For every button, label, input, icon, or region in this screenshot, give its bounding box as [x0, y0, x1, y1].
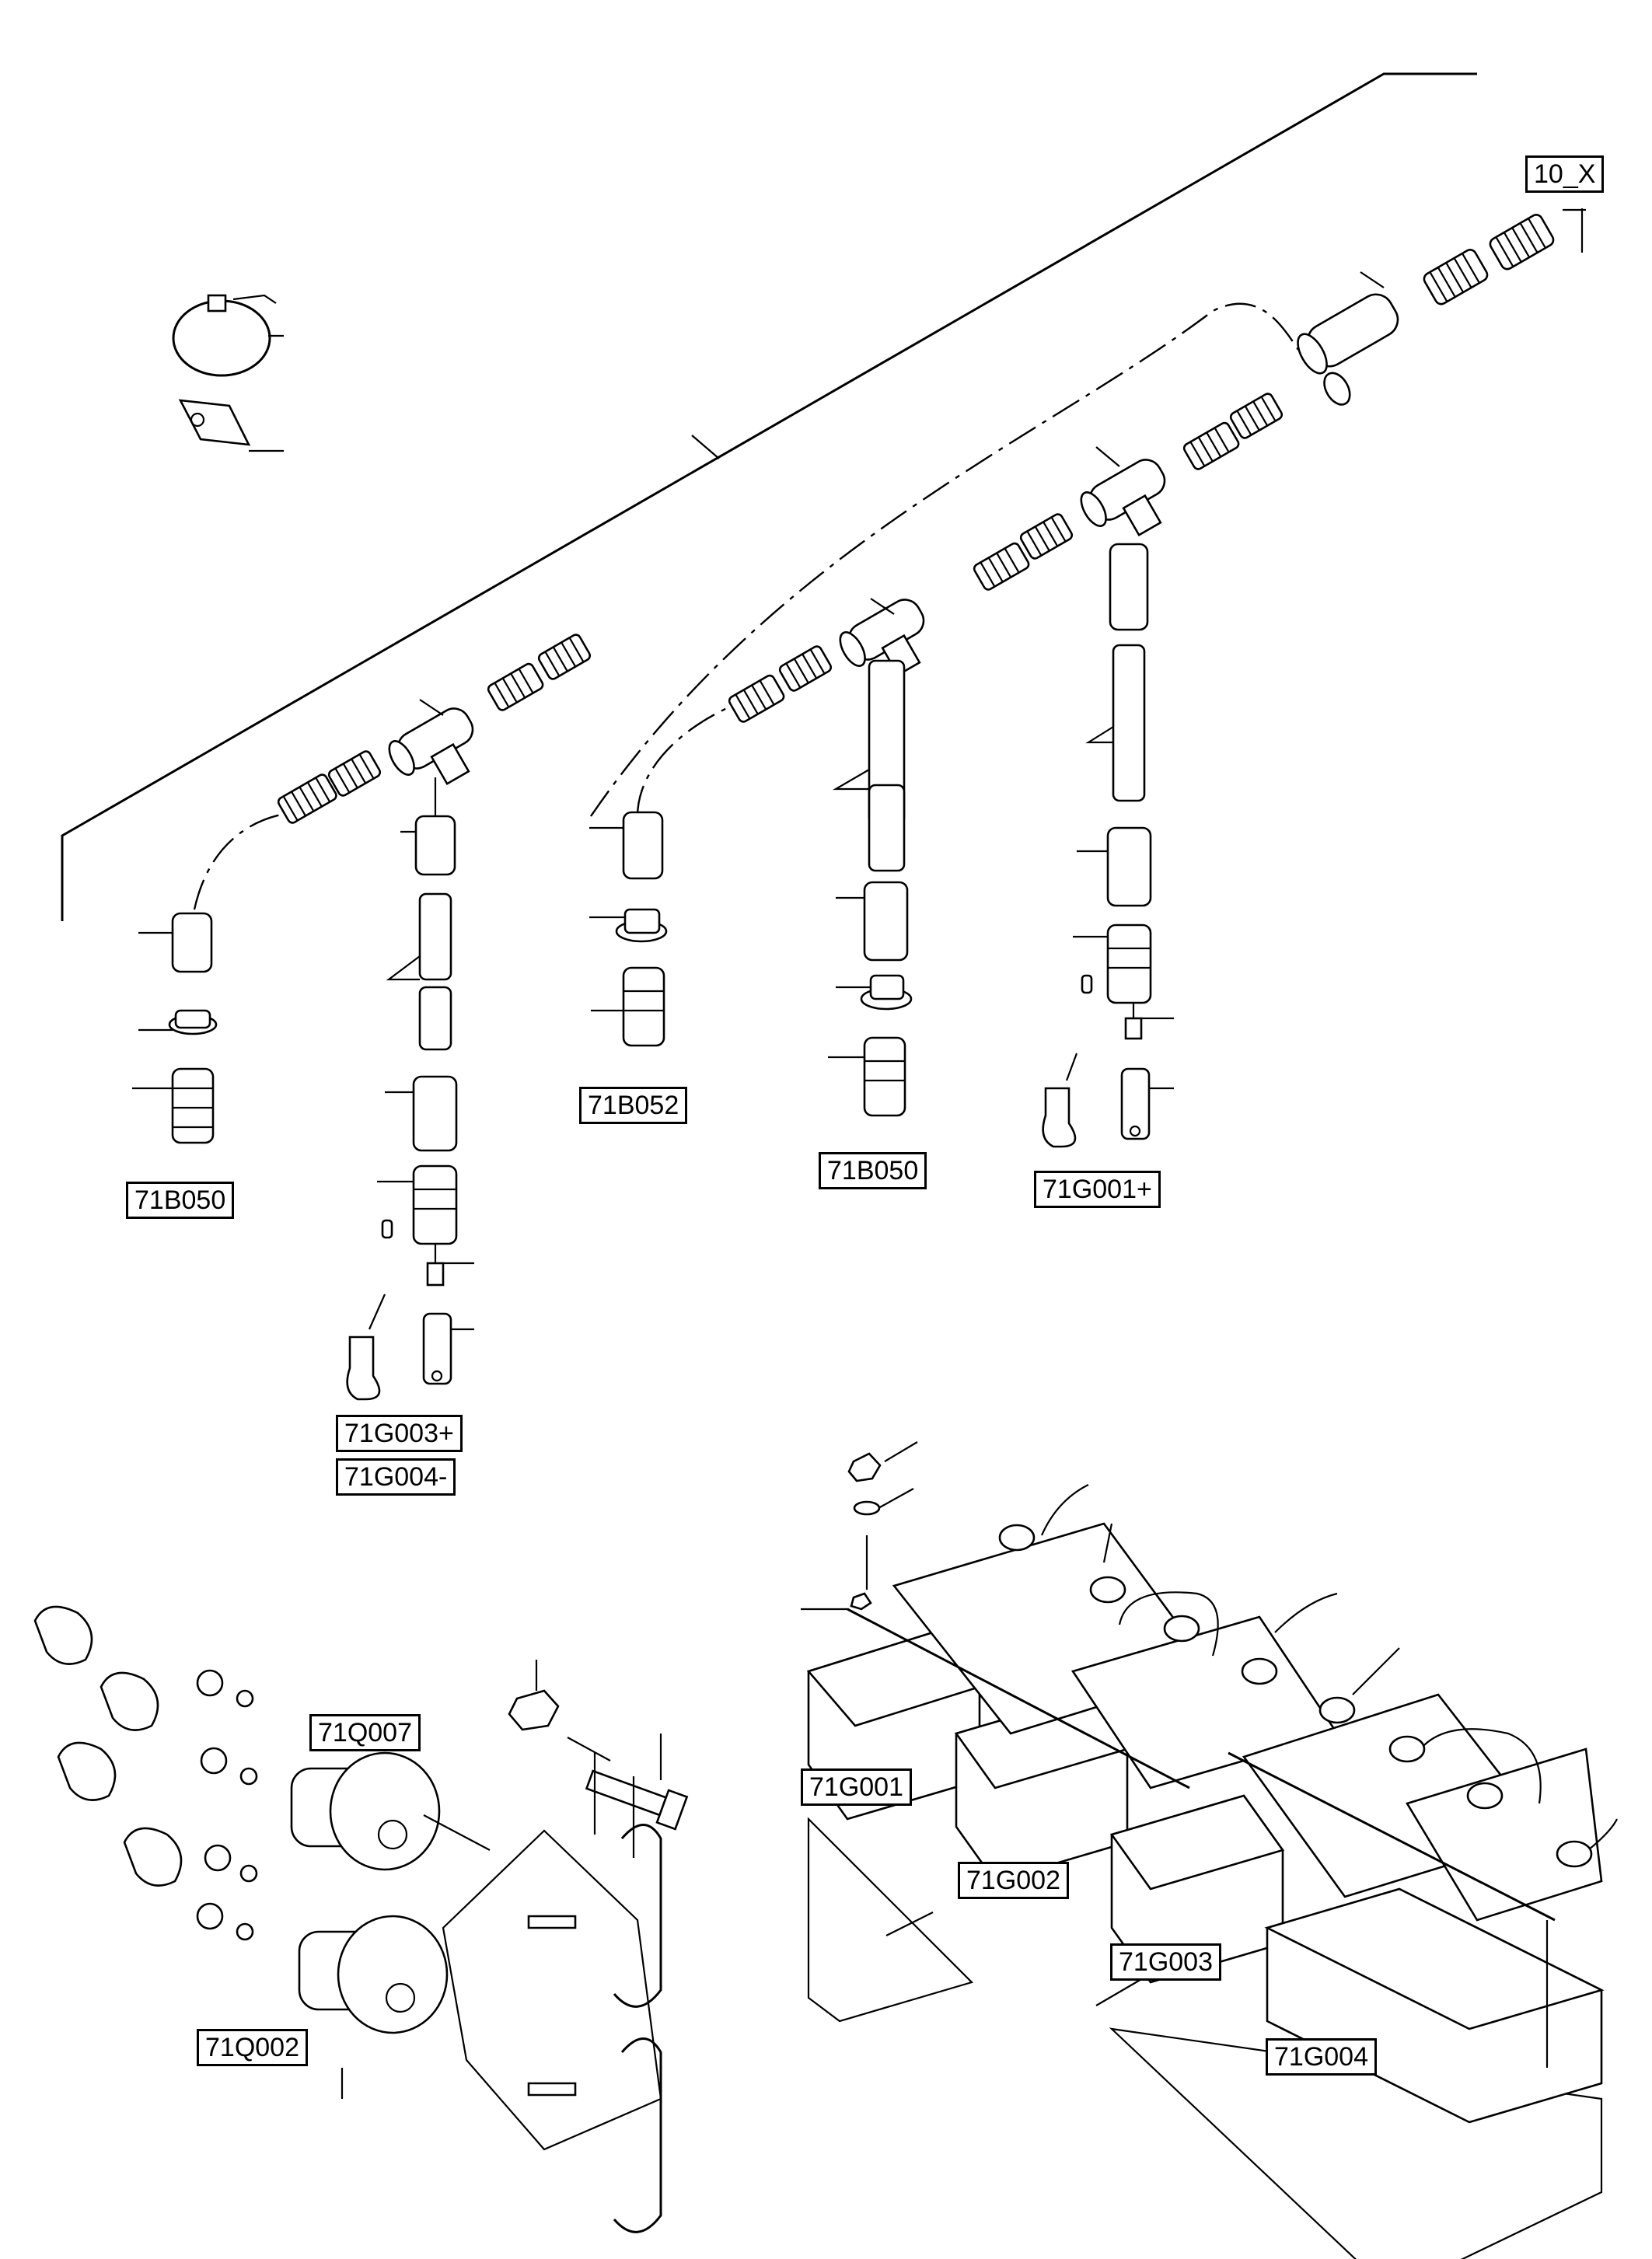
connector-stack-left	[132, 912, 218, 1144]
part-label-71g001-plus: 71G001+	[1034, 1171, 1161, 1208]
part-label-71q002: 71Q002	[197, 2029, 308, 2066]
part-label-71q007: 71Q007	[309, 1714, 421, 1751]
part-label-71g001: 71G001	[801, 1768, 912, 1806]
t-connectors	[388, 271, 1399, 786]
harness-frame	[61, 72, 1477, 921]
connector-stack-g001	[1042, 543, 1174, 1148]
part-label-71g004: 71G004	[1266, 2038, 1377, 2076]
ref-label-10x: 10_X	[1525, 155, 1605, 193]
part-label-71g003: 71G003	[1110, 1943, 1221, 1981]
part-label-71b050-mid: 71B050	[819, 1152, 927, 1189]
part-label-71b052: 71B052	[579, 1087, 688, 1124]
corrugated-tubes	[277, 208, 1586, 824]
cable-tie-part	[172, 294, 284, 377]
part-label-71b050-left: 71B050	[126, 1182, 235, 1219]
cable-route-branch	[636, 698, 747, 817]
connector-stack-mid	[828, 659, 913, 1117]
connector-stack-g003	[346, 777, 474, 1401]
solenoid-switch-group	[33, 1605, 689, 2233]
connector-stack-b052	[589, 811, 668, 1047]
cable-route-main	[193, 302, 1299, 910]
part-label-71g004-minus: 71G004-	[336, 1458, 456, 1496]
part-label-71g003-plus: 71G003+	[336, 1415, 463, 1452]
tag-part	[178, 399, 284, 452]
part-label-71g002: 71G002	[958, 1862, 1069, 1899]
battery-group	[801, 1441, 1618, 2259]
